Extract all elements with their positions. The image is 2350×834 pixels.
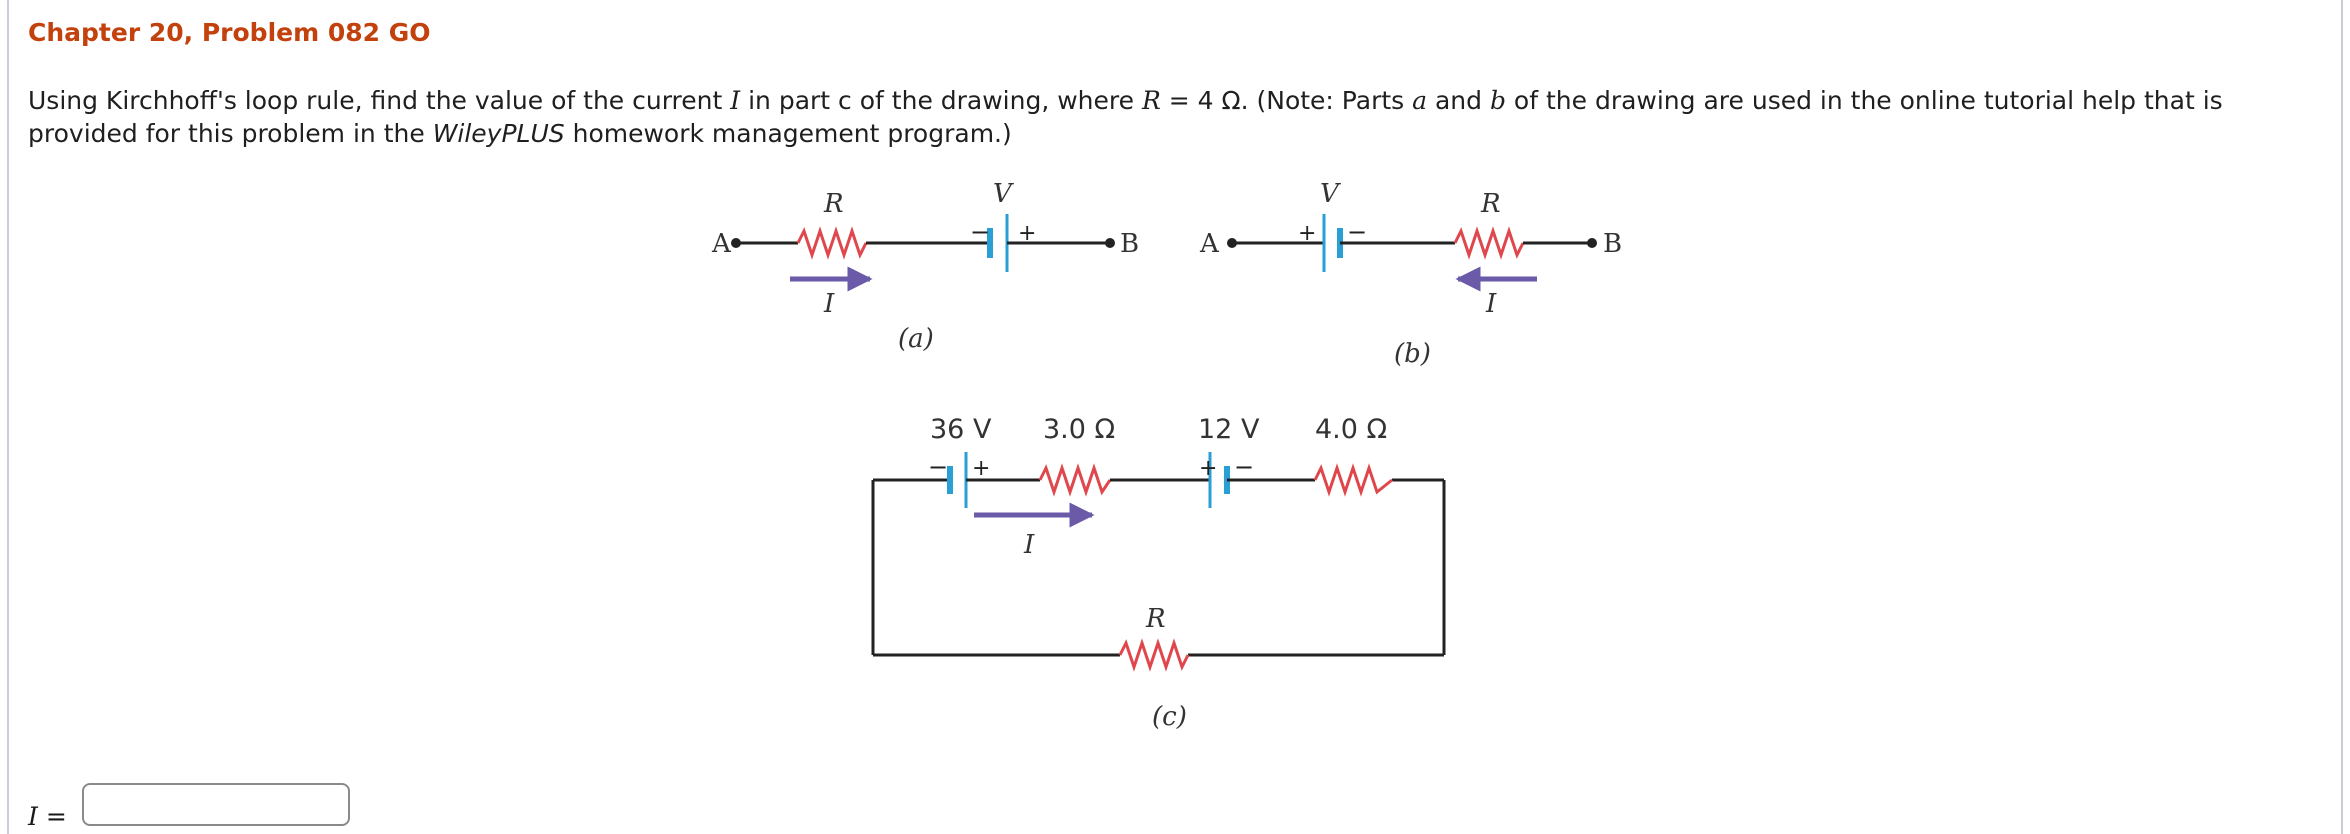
resistor-r-zigzag <box>1118 638 1190 672</box>
resistor-zigzag <box>796 226 868 260</box>
problem-title: Chapter 20, Problem 082 GO <box>28 18 431 47</box>
circuit-part-a: A B R V − + I (a) <box>711 179 1139 354</box>
battery-36v-plus-sign: + <box>972 456 990 481</box>
resistor-4-ohm-label: 4.0 Ω <box>1315 414 1387 445</box>
problem-text-5: of the drawing are used in the online tu… <box>28 86 2223 148</box>
resistor-4-ohm-zigzag <box>1313 463 1393 497</box>
problem-text-3: = 4 Ω. (Note: Parts <box>1160 86 1413 115</box>
current-label: I <box>1485 289 1497 319</box>
answer-input[interactable] <box>82 783 350 826</box>
part-a-caption: (a) <box>898 324 934 354</box>
terminal-a-label: A <box>1199 229 1220 259</box>
battery-12v-label: 12 V <box>1198 414 1260 445</box>
battery-12v-plus-sign: + <box>1199 456 1217 481</box>
battery-plus-sign: + <box>1018 221 1036 246</box>
battery-minus-sign: − <box>970 218 990 246</box>
battery-label: V <box>993 179 1014 209</box>
terminal-b-dot <box>1587 238 1597 248</box>
battery-36v-label: 36 V <box>930 414 992 445</box>
problem-statement: Using Kirchhoff's loop rule, find the va… <box>28 84 2318 150</box>
terminal-a-label: A <box>711 229 732 259</box>
problem-text-1: Using Kirchhoff's loop rule, find the va… <box>28 86 731 115</box>
resistor-label: R <box>1480 189 1501 219</box>
content-frame <box>7 0 2343 834</box>
battery-label: V <box>1320 179 1341 209</box>
problem-text-2: in part c of the drawing, where <box>740 86 1142 115</box>
terminal-b-label: B <box>1120 229 1139 259</box>
resistor-3-ohm-zigzag <box>1038 463 1112 497</box>
problem-text-6: homework management program.) <box>564 119 1012 148</box>
answer-equals: = <box>37 802 67 831</box>
battery-minus-sign: − <box>1347 218 1367 246</box>
var-part-a: a <box>1412 86 1428 115</box>
battery-12v-minus-sign: − <box>1234 453 1254 481</box>
current-label: I <box>1023 530 1035 560</box>
terminal-b-label: B <box>1603 229 1622 259</box>
resistor-r-label: R <box>1145 604 1166 634</box>
resistor-label: R <box>823 189 844 219</box>
wileyplus-name: WileyPLUS <box>432 119 565 148</box>
problem-text-4: and <box>1427 86 1490 115</box>
answer-var: I <box>28 802 38 831</box>
var-current: I <box>730 86 741 115</box>
circuit-part-b: A B V R + − I (b) <box>1199 179 1622 369</box>
circuit-part-c: − + 36 V 3.0 Ω + − 12 V 4.0 Ω I R (c) <box>871 414 1446 732</box>
resistor-zigzag <box>1453 226 1525 260</box>
battery-plus-sign: + <box>1298 221 1316 246</box>
part-c-caption: (c) <box>1152 702 1187 732</box>
var-resistance: R <box>1141 86 1161 115</box>
var-part-b: b <box>1489 86 1506 115</box>
circuit-figure: A B R V − + I (a) A B V R + − I (b) <box>711 179 1622 732</box>
answer-label: I = <box>28 802 67 831</box>
battery-36v-minus-sign: − <box>928 453 948 481</box>
current-label: I <box>823 289 835 319</box>
terminal-b-dot <box>1105 238 1115 248</box>
resistor-3-ohm-label: 3.0 Ω <box>1043 414 1115 445</box>
part-b-caption: (b) <box>1394 339 1431 369</box>
